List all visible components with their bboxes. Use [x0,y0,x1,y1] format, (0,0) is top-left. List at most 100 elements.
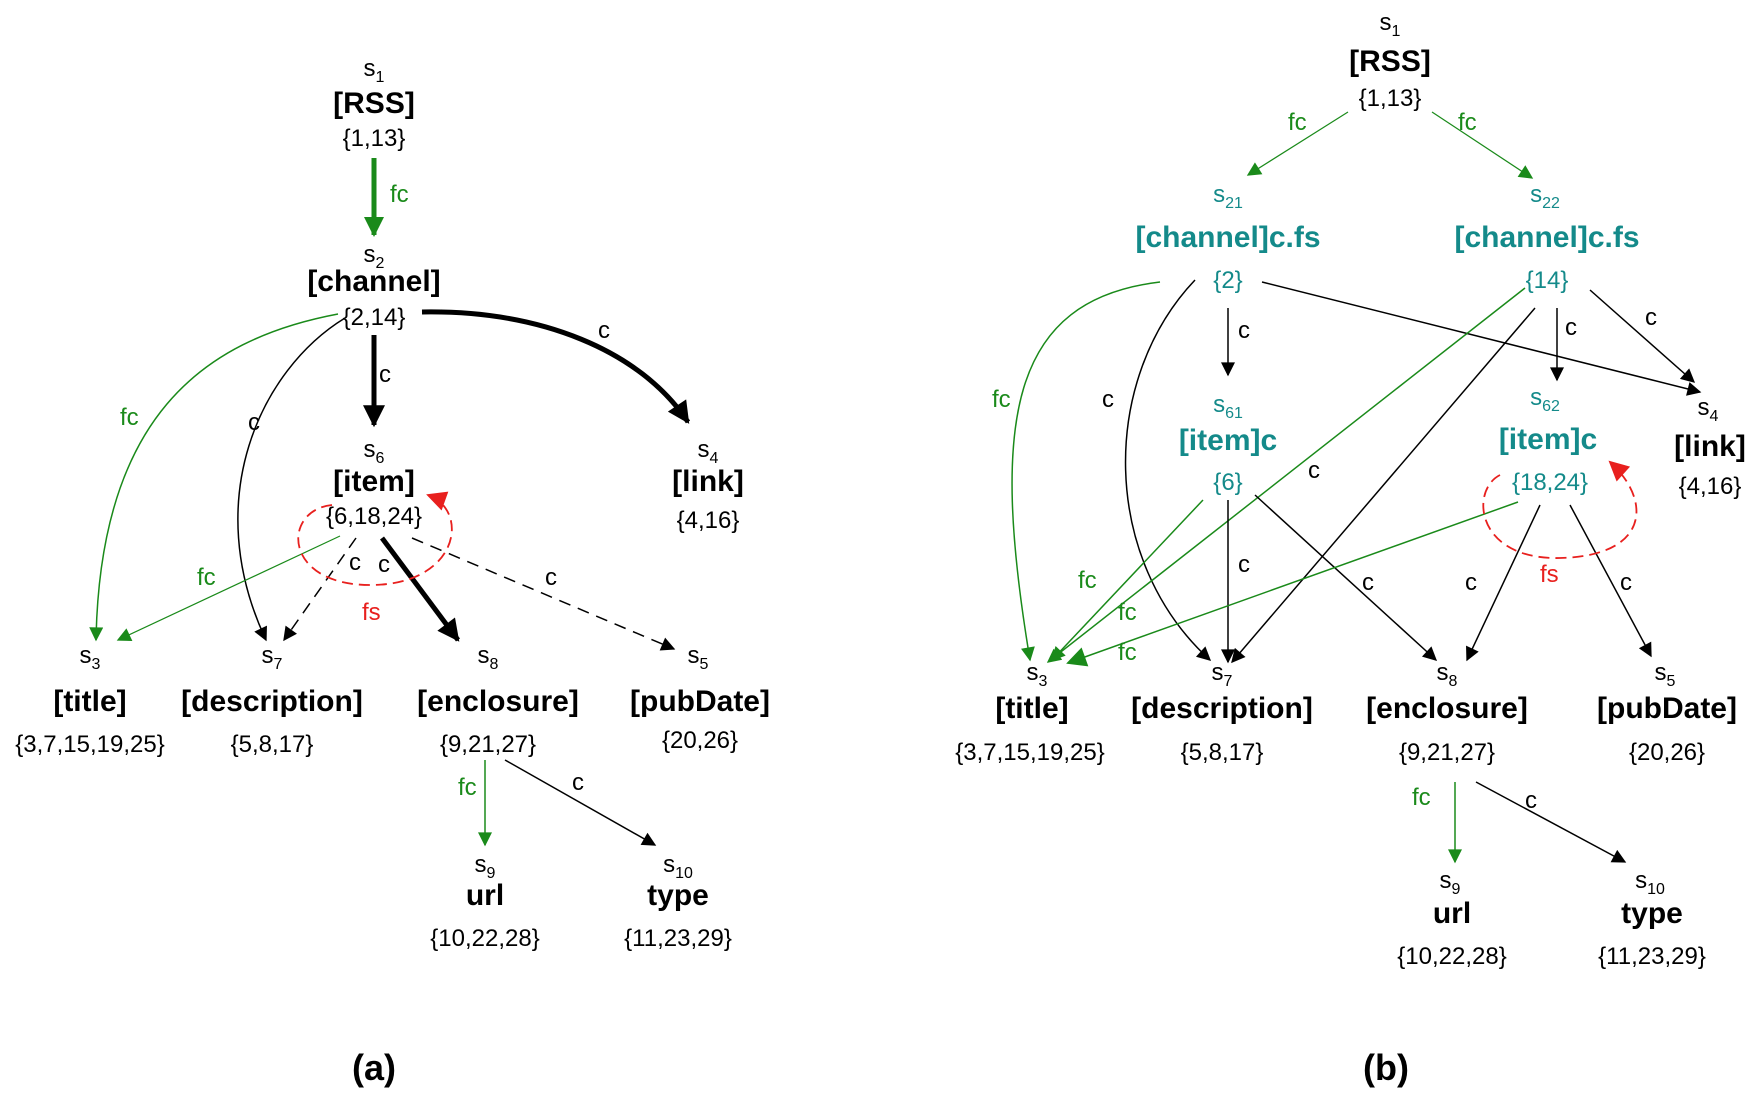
edge-s62-loop [1482,460,1638,559]
node-b-s61: s61 [item]c {6} [1179,391,1277,496]
node-b-s5: s5 [pubDate] {20,26} [1597,659,1737,766]
node-label: [item]c [1179,424,1277,457]
edge-s8-s10 [1475,781,1627,863]
label-s61-s8: c [1362,569,1374,596]
caption-b: (b) [1363,1047,1409,1088]
label-s22-s4: c [1645,304,1657,331]
node-set: {3,7,15,19,25} [15,731,164,758]
node-label: [title] [53,685,126,718]
svg-text:s2: s2 [364,241,385,272]
label-s21-s3: fc [992,386,1011,413]
node-b-s1: s1 [RSS] {1,13} [1349,9,1431,112]
label-s62-loop: fs [1540,561,1559,588]
node-b-s22: s22 [channel]c.fs {14} [1454,181,1639,294]
node-label: [item] [333,465,415,498]
panel-b-nodes: s1 [RSS] {1,13} s21 [channel]c.fs {2} s2… [955,9,1746,970]
node-label: [link] [672,465,744,498]
node-a-s2: s2 [channel] {2,14} [307,241,440,331]
edge-s21-s4 [1261,281,1702,396]
edge-s2-s7 [237,317,346,642]
svg-text:s5: s5 [688,642,709,673]
node-label: [enclosure] [417,685,579,718]
panel-b-edges [1011,111,1702,864]
node-set: {9,21,27} [440,731,536,758]
label-s2-s4: c [598,317,610,344]
edge-s21-s7 [1124,279,1212,661]
label-s1-s2: fc [390,181,409,208]
node-set: {1,13} [343,125,406,152]
node-set: {5,8,17} [1181,739,1264,766]
label-s8-s9: fc [458,774,477,801]
node-set: {9,21,27} [1399,739,1495,766]
edge-s6-s8 [379,536,461,642]
node-b-s3: s3 [title] {3,7,15,19,25} [955,659,1104,766]
edge-s6-s7 [283,537,357,642]
node-a-s3: s3 [title] {3,7,15,19,25} [15,642,164,758]
node-a-s7: s7 [description] {5,8,17} [181,642,363,758]
node-set: {2} [1213,267,1242,294]
node-label: type [647,879,709,912]
node-a-s5: s5 [pubDate] {20,26} [630,642,770,754]
node-set: {1,13} [1359,85,1422,112]
node-set: {2,14} [343,304,406,331]
node-a-s10: s10 type {11,23,29} [624,851,732,952]
label-s61-s3: fc [1078,567,1097,594]
svg-text:s9: s9 [475,851,496,882]
node-a-s1: s1 [RSS] {1,13} [333,55,415,152]
svg-text:s4: s4 [698,436,719,467]
node-set: {6,18,24} [326,503,422,530]
label-s6-s8: c [378,551,390,578]
node-b-s21: s21 [channel]c.fs {2} [1135,181,1320,294]
label-s61-s7: c [1238,551,1250,578]
node-set: {3,7,15,19,25} [955,739,1104,766]
node-set: {10,22,28} [430,925,539,952]
edge-s22-s3 [1046,287,1526,663]
node-label: [channel] [307,265,440,298]
node-label: [RSS] [1349,45,1431,78]
node-b-s62: s62 [item]c {18,24} [1499,384,1597,496]
node-a-s4: s4 [link] {4,16} [672,436,744,534]
node-label: [description] [181,685,363,718]
edge-s61-s8 [1254,494,1438,661]
node-label: [item]c [1499,423,1597,456]
node-b-s10: s10 type {11,23,29} [1598,867,1706,970]
node-a-s9: s9 url {10,22,28} [430,851,539,952]
edge-s1-s22 [1431,111,1534,179]
svg-text:s3: s3 [1027,659,1048,690]
node-label: [title] [995,692,1068,725]
label-s2-s6: c [379,361,391,388]
edge-s6-s3 [116,535,341,641]
node-set: {20,26} [1629,739,1705,766]
node-set: {4,16} [1679,473,1742,500]
node-label: [RSS] [333,87,415,120]
svg-text:s6: s6 [364,436,385,467]
svg-text:s1: s1 [1380,9,1401,40]
node-set: {20,26} [662,727,738,754]
label-s6-loop: fs [362,599,381,626]
svg-text:s10: s10 [663,851,693,882]
svg-text:s5: s5 [1655,659,1676,690]
label-s62-s8: c [1465,569,1477,596]
label-s1-s22: fc [1458,109,1477,136]
svg-text:s1: s1 [364,55,385,86]
node-b-s7: s7 [description] {5,8,17} [1131,659,1313,766]
label-s6-s5: c [545,564,557,591]
node-set: {4,16} [677,507,740,534]
node-label: [description] [1131,692,1313,725]
edge-s6-s5 [411,537,676,651]
svg-text:s4: s4 [1698,394,1719,425]
edge-s21-s3 [1011,281,1161,662]
label-s6-s7: c [349,549,361,576]
svg-text:s8: s8 [1437,659,1458,690]
edge-s2-s4 [421,309,691,424]
label-s8-s10: c [572,769,584,796]
node-set: {5,8,17} [231,731,314,758]
svg-text:s7: s7 [262,642,283,673]
edge-s62-s3 [1066,501,1519,667]
edge-s22-s4 [1589,289,1696,383]
node-set: {10,22,28} [1397,943,1506,970]
label-s2-s7: c [248,409,260,436]
edge-s8-s10 [504,759,657,846]
label-s62-s3: fc [1118,639,1137,666]
label-s1-s21: fc [1288,109,1307,136]
